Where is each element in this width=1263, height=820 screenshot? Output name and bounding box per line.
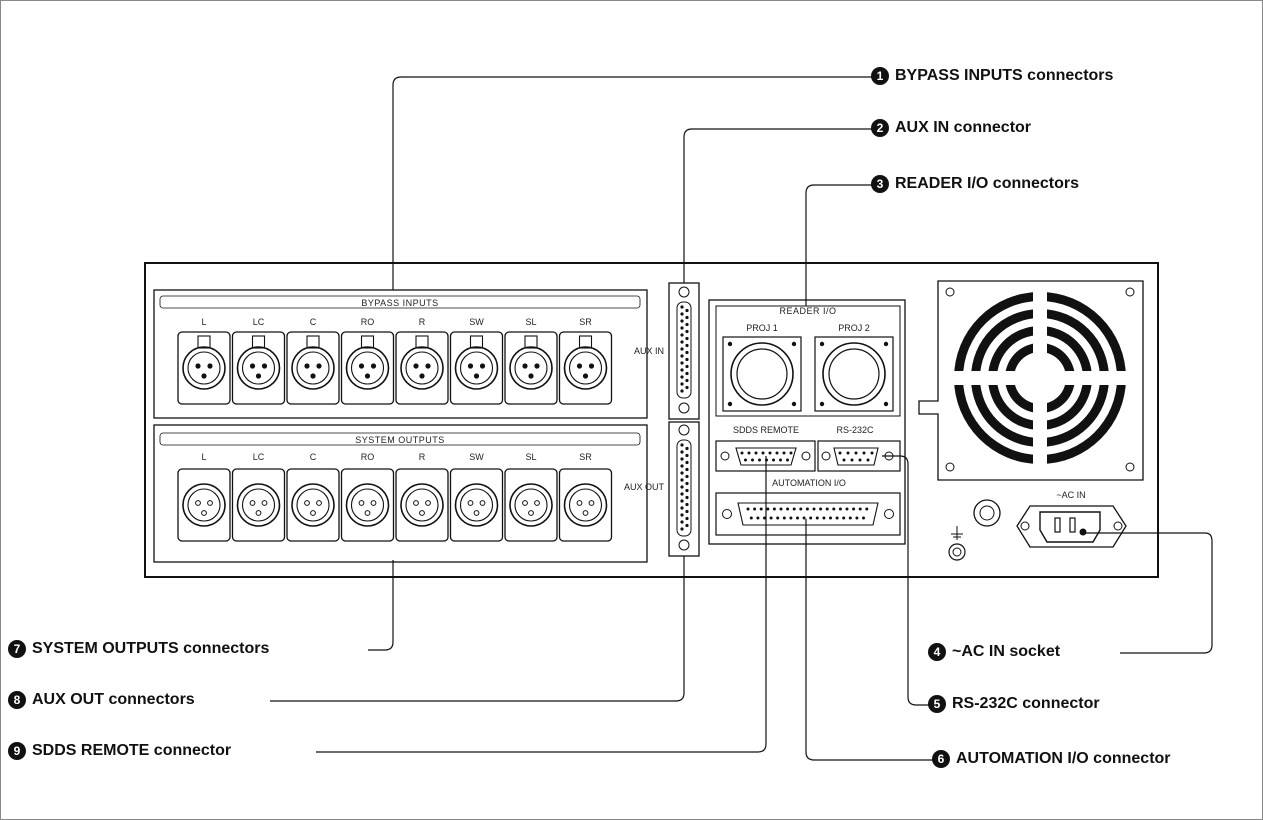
aux-out-label: AUX OUT <box>624 482 665 492</box>
callout-label: AUX OUT connectors <box>32 691 195 708</box>
callout-number: 5 <box>928 695 946 713</box>
system-output-xlr-l: L <box>177 452 231 542</box>
callout-reader-io: 3 READER I/O connectors <box>871 175 1079 193</box>
callout-aux-out: 8 AUX OUT connectors <box>8 691 195 709</box>
system-output-xlr-ro: RO <box>340 452 395 542</box>
system-output-xlr-r: R <box>395 452 449 542</box>
bypass-input-xlr-l: L <box>177 317 231 405</box>
channel-label: L <box>201 317 206 327</box>
callout-number: 2 <box>871 119 889 137</box>
bypass-input-xlr-sl: SL <box>504 317 558 405</box>
bypass-input-xlr-sw: SW <box>449 317 504 405</box>
callout-number: 4 <box>928 643 946 661</box>
leader-2 <box>683 128 874 283</box>
reader-io-label: READER I/O <box>779 306 836 316</box>
callout-label: ~AC IN socket <box>952 643 1061 660</box>
leader-3 <box>805 184 874 306</box>
callout-label: READER I/O connectors <box>895 175 1080 192</box>
channel-label: R <box>419 452 426 462</box>
sdds-remote-label: SDDS REMOTE <box>733 425 799 435</box>
callout-label: AUX IN connector <box>895 119 1032 136</box>
proj1-label: PROJ 1 <box>746 323 778 333</box>
leader-4 <box>1083 532 1213 654</box>
leader-6 <box>805 519 934 761</box>
channel-label: R <box>419 317 426 327</box>
system-output-xlr-sl: SL <box>504 452 558 542</box>
system-outputs-connectors: L LC C RO R SW SL SR <box>177 452 613 542</box>
channel-label: SR <box>579 317 592 327</box>
leader-5 <box>882 455 930 706</box>
ac-in-socket: ~AC IN <box>1016 490 1127 548</box>
system-outputs-panel-label: SYSTEM OUTPUTS <box>355 435 445 445</box>
aux-in-connector: AUX IN <box>634 282 700 420</box>
connector-module <box>708 299 906 545</box>
channel-label: C <box>310 452 317 462</box>
callout-number: 9 <box>8 742 26 760</box>
channel-label: L <box>201 452 206 462</box>
bypass-input-xlr-sr: SR <box>558 317 613 405</box>
channel-label: SW <box>469 452 484 462</box>
sdds-remote-connector <box>715 440 816 472</box>
callout-label: AUTOMATION I/O connector <box>956 750 1171 767</box>
callout-label: SYSTEM OUTPUTS connectors <box>32 640 270 657</box>
callout-sdds-remote: 9 SDDS REMOTE connector <box>8 742 231 760</box>
cooling-fan <box>918 280 1144 481</box>
callout-label: RS-232C connector <box>952 695 1100 712</box>
bypass-input-xlr-lc: LC <box>231 317 286 405</box>
leader-lines <box>270 76 1213 761</box>
leader-8 <box>270 556 685 702</box>
callout-bypass-inputs: 1 BYPASS INPUTS connectors <box>871 67 1113 85</box>
callout-label: BYPASS INPUTS connectors <box>895 67 1114 84</box>
bypass-inputs-connectors: L LC C RO R SW SL SR <box>177 317 613 405</box>
channel-label: RO <box>361 317 375 327</box>
system-output-xlr-sr: SR <box>558 452 613 542</box>
aux-in-label: AUX IN <box>634 346 664 356</box>
bypass-input-xlr-ro: RO <box>340 317 395 405</box>
automation-io-label: AUTOMATION I/O <box>772 478 846 488</box>
callout-system-outputs: 7 SYSTEM OUTPUTS connectors <box>8 640 269 658</box>
ac-in-label: ~AC IN <box>1056 490 1085 500</box>
callout-automation-io: 6 AUTOMATION I/O connector <box>932 750 1171 768</box>
reader-io-group: READER I/O PROJ 1 PROJ 2 <box>715 305 901 417</box>
callout-ac-in: 4 ~AC IN socket <box>928 643 1060 661</box>
channel-label: LC <box>253 452 265 462</box>
channel-label: SL <box>525 317 536 327</box>
system-output-xlr-lc: LC <box>231 452 286 542</box>
bypass-inputs-group: BYPASS INPUTS L LC C RO R SW SL SR <box>153 289 648 419</box>
bypass-inputs-panel-label: BYPASS INPUTS <box>361 298 438 308</box>
callout-number: 1 <box>871 67 889 85</box>
chassis-outline <box>144 262 1159 578</box>
ground-terminal <box>948 499 1001 561</box>
leader-9 <box>316 456 767 753</box>
callout-number: 7 <box>8 640 26 658</box>
callout-label: SDDS REMOTE connector <box>32 742 232 759</box>
proj2-label: PROJ 2 <box>838 323 870 333</box>
leader-7 <box>368 560 394 651</box>
callout-number: 3 <box>871 175 889 193</box>
system-output-xlr-c: C <box>286 452 340 542</box>
callout-number: 6 <box>932 750 950 768</box>
channel-label: SR <box>579 452 592 462</box>
channel-label: LC <box>253 317 265 327</box>
rs232c-label: RS-232C <box>836 425 874 435</box>
channel-label: SW <box>469 317 484 327</box>
channel-label: SL <box>525 452 536 462</box>
automation-io-connector <box>715 492 901 536</box>
callout-aux-in: 2 AUX IN connector <box>871 119 1031 137</box>
aux-out-connector: AUX OUT <box>624 421 700 557</box>
callout-rs232c: 5 RS-232C connector <box>928 695 1100 713</box>
system-output-xlr-sw: SW <box>449 452 504 542</box>
channel-label: RO <box>361 452 375 462</box>
bypass-input-xlr-r: R <box>395 317 449 405</box>
channel-label: C <box>310 317 317 327</box>
callout-number: 8 <box>8 691 26 709</box>
leader-1 <box>392 76 874 290</box>
proj2-connector <box>814 336 894 412</box>
proj1-connector <box>722 336 802 412</box>
system-outputs-group: SYSTEM OUTPUTS L LC C RO R SW SL SR <box>153 424 648 563</box>
bypass-input-xlr-c: C <box>286 317 340 405</box>
